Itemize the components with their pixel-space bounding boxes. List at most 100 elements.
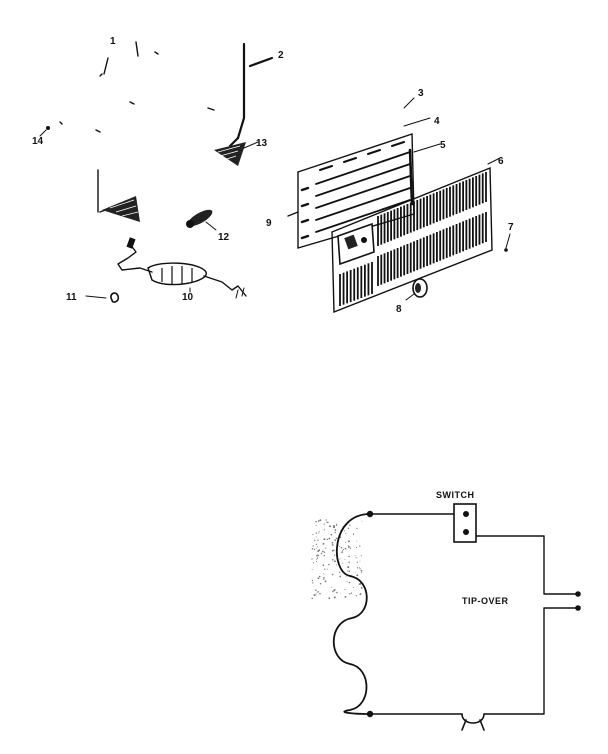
- stipple-dot: [317, 554, 319, 557]
- stipple-dot: [315, 561, 318, 563]
- stipple-dot: [317, 545, 319, 547]
- stipple-dot: [349, 593, 351, 595]
- stipple-dot: [333, 596, 336, 599]
- stipple-dot: [347, 527, 350, 529]
- stipple-dot: [349, 524, 351, 526]
- stipple-dot: [311, 569, 313, 571]
- cord-clip: [85, 292, 120, 303]
- stipple-dot: [359, 582, 362, 585]
- stipple-dot: [316, 559, 318, 561]
- stipple-dot: [335, 524, 338, 526]
- stipple-dot: [349, 547, 352, 549]
- stipple-dot: [323, 554, 325, 557]
- stipple-dot: [331, 541, 334, 544]
- stipple-dot: [315, 520, 317, 523]
- part-label-6: 6: [498, 156, 504, 167]
- thermal-fuse: [461, 713, 485, 731]
- thermostat-knob: [186, 209, 217, 231]
- stipple-dot: [332, 590, 334, 593]
- stipple-dot: [344, 595, 347, 598]
- stipple-dot: [319, 519, 322, 522]
- stipple-dot: [337, 544, 339, 546]
- stipple-dot: [331, 573, 334, 576]
- heating-element-coil: [332, 513, 371, 715]
- stipple-dot: [345, 532, 347, 535]
- stipple-dot: [322, 543, 325, 545]
- stipple-dot: [327, 568, 328, 570]
- stipple-dot: [316, 557, 319, 559]
- stipple-dot: [350, 592, 353, 594]
- stipple-dot: [312, 582, 314, 584]
- stipple-dot: [333, 525, 335, 527]
- stipple-dot: [325, 519, 327, 521]
- stipple-dot: [345, 542, 347, 543]
- stipple-dot: [319, 582, 322, 585]
- part-label-7: 7: [508, 222, 514, 233]
- stipple-dot: [336, 564, 337, 566]
- bushing: [405, 278, 428, 301]
- part-label-10: 10: [182, 292, 194, 303]
- part-label-13: 13: [256, 138, 268, 149]
- stipple-dot: [335, 537, 338, 540]
- stipple-dot: [331, 544, 334, 546]
- stipple-dot: [360, 555, 362, 557]
- stipple-dot: [323, 578, 325, 580]
- stipple-dot: [338, 545, 340, 547]
- stipple-dot: [342, 550, 343, 552]
- stipple-dot: [356, 527, 358, 530]
- stipple-dot: [320, 552, 323, 555]
- stipple-dot: [313, 594, 316, 597]
- exploded-view: 1 2 3 4 5 6 7 8 9 10 11 12 13 14: [32, 36, 514, 315]
- stipple-dot: [326, 521, 328, 524]
- stipple-dot: [352, 533, 355, 535]
- stipple-dot: [315, 524, 317, 527]
- stipple-dot: [340, 546, 343, 549]
- stipple-dot: [345, 576, 347, 578]
- stipple-dot: [347, 545, 349, 547]
- stipple-dot: [317, 577, 320, 580]
- stipple-dot: [344, 558, 346, 560]
- stipple-dot: [323, 551, 326, 553]
- stipple-dot: [355, 595, 357, 597]
- stipple-dot: [344, 589, 346, 591]
- stipple-dot: [348, 570, 351, 572]
- power-cord: [117, 237, 247, 299]
- part-label-3: 3: [418, 88, 424, 99]
- stipple-dot: [312, 545, 314, 547]
- stipple-dot: [328, 537, 331, 540]
- stipple-dot: [311, 579, 314, 582]
- part-number-labels: 1 2 3 4 5 6 7 8 9 10 11 12 13 14: [32, 36, 514, 315]
- stipple-dot: [339, 575, 342, 578]
- part-label-11: 11: [66, 292, 77, 303]
- stipple-dot: [328, 521, 329, 523]
- stipple-dot: [339, 571, 341, 573]
- stipple-dot: [313, 548, 316, 551]
- stipple-dot: [348, 561, 350, 563]
- stipple-dot: [318, 575, 321, 578]
- junction-bottom: [366, 710, 374, 718]
- stipple-dot: [328, 563, 330, 566]
- element-cone-upper: [214, 141, 259, 166]
- stipple-dot: [334, 531, 336, 534]
- housing-cover: [59, 41, 215, 213]
- stipple-dot: [319, 592, 321, 595]
- stipple-dot: [342, 549, 345, 551]
- stipple-dot: [311, 597, 313, 600]
- stipple-dot: [333, 589, 336, 592]
- stipple-dot: [329, 525, 331, 528]
- stipple-dot: [315, 536, 317, 538]
- switch-label: SWITCH: [436, 490, 475, 500]
- stipple-dot: [348, 555, 350, 558]
- leader-lines-top: [403, 97, 431, 127]
- stipple-dot: [358, 567, 360, 569]
- tipover-label: TIP-OVER: [462, 596, 509, 606]
- part-label-4: 4: [434, 116, 440, 127]
- element-cone-lower: [102, 196, 140, 222]
- tipover-terminal-lower: [575, 605, 581, 611]
- stipple-dot: [340, 592, 341, 594]
- stipple-dot: [360, 569, 363, 572]
- part-label-12: 12: [218, 232, 230, 243]
- stipple-dot: [333, 549, 335, 551]
- stipple-dot: [348, 581, 351, 584]
